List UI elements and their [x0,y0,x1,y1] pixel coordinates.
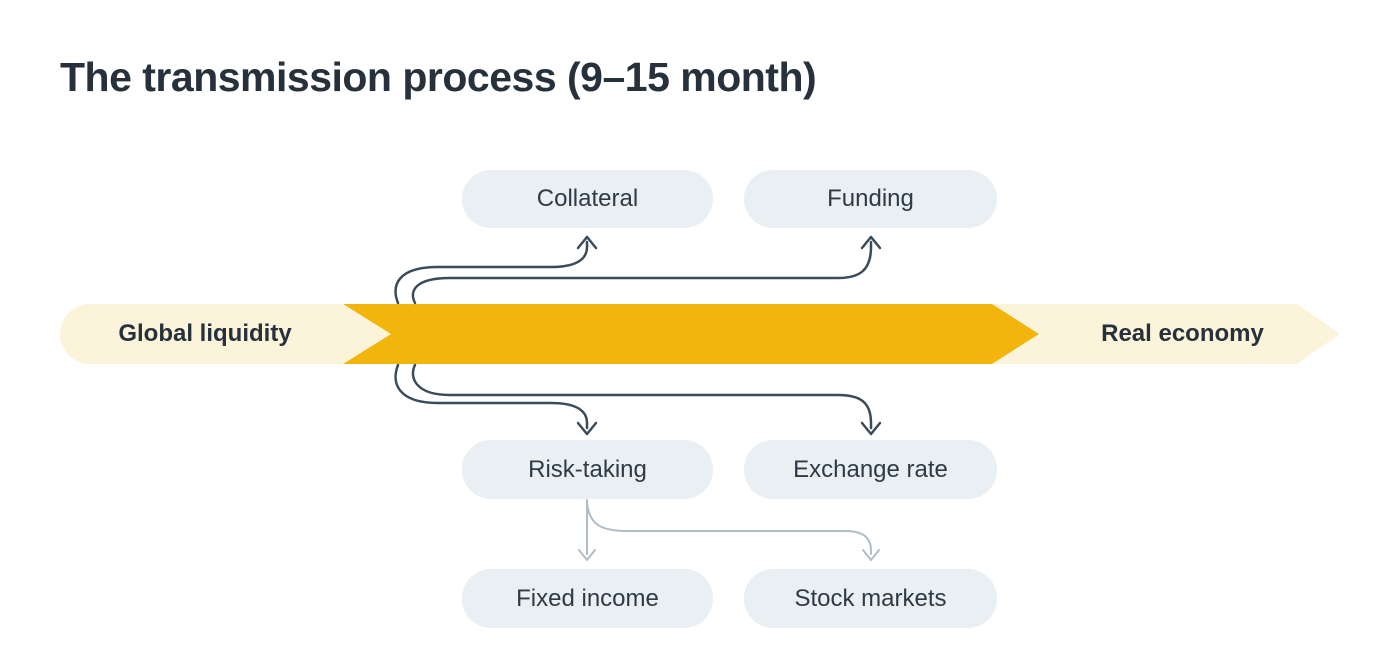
arrow-to-collateral [394,240,589,305]
arrowhead-collateral-icon [576,235,598,250]
node-stock-markets: Stock markets [744,569,997,628]
arrowhead-risk-taking-icon [576,421,598,436]
node-funding: Funding [744,170,997,228]
arrow-to-stock-markets [586,502,872,555]
transmission-arrow-shape [343,304,1039,364]
band-label-real-economy: Real economy [1101,320,1264,347]
node-fixed-income: Fixed income [462,569,713,628]
arrow-to-risk-taking [394,363,589,430]
node-exchange-rate: Exchange rate [744,440,997,499]
arrowhead-funding-icon [860,235,882,250]
arrowhead-stock-markets-icon [862,549,880,561]
arrow-to-funding [411,240,873,305]
page-title: The transmission process (9–15 month) [60,54,817,100]
node-collateral: Collateral [462,170,713,228]
node-risk-taking: Risk-taking [462,440,713,499]
arrowhead-exchange-rate-icon [860,421,882,436]
arrow-to-exchange-rate [411,363,873,430]
band-label-global-liquidity: Global liquidity [118,320,292,347]
arrowhead-fixed-income-icon [578,549,596,561]
